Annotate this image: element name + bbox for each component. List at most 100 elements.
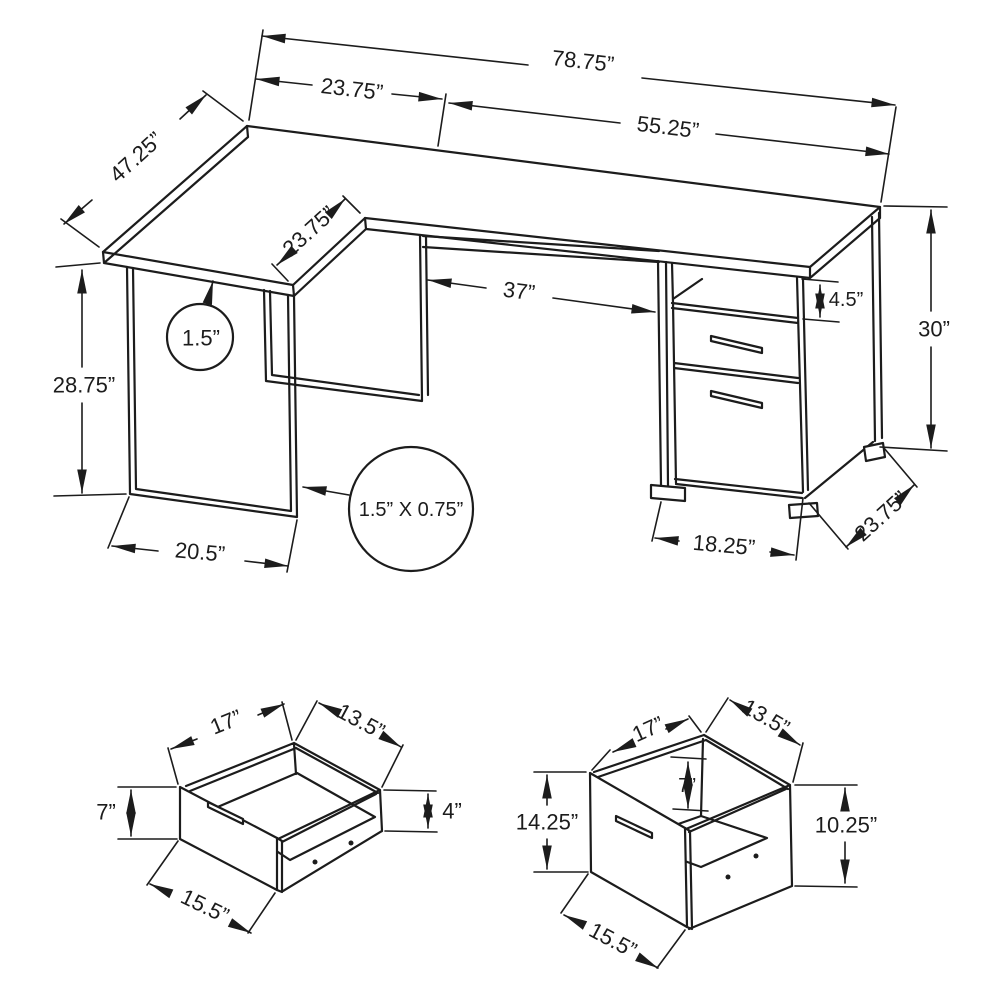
dimension-line [318, 702, 343, 718]
dimension-line [664, 718, 689, 734]
dimension-line [255, 76, 313, 87]
dim-label-left-height: 28.75” [53, 373, 115, 398]
extension-lines [591, 715, 702, 771]
dim-label-width: 13.5” [738, 694, 794, 741]
dim-small-drawer-front-height: 7” [96, 786, 178, 840]
junction-leg-frame [262, 233, 430, 403]
drawer-box-walls [184, 741, 384, 893]
dim-label-return-length: 47.25” [104, 127, 167, 187]
large-drawer-drawing: 17” 13.5” 7” 14.25” 10.25” [516, 694, 877, 969]
dim-label-side-height: 10.25” [815, 813, 877, 838]
right-panel-back-foot [862, 441, 887, 463]
leader-line [202, 280, 214, 306]
dim-label-pedestal-width: 18.25” [692, 530, 756, 560]
dim-left-height: 28.75” [53, 262, 127, 497]
dimension-line [448, 100, 621, 124]
dimension-line [111, 543, 159, 554]
drawer-handle [206, 800, 245, 826]
dimension-line [635, 952, 659, 969]
return-front-leg-frame [125, 265, 299, 519]
desk-top-surface [101, 124, 882, 287]
dimension-line [893, 484, 915, 506]
extension-lines [808, 447, 918, 550]
dim-right-section-width: 55.25” [448, 100, 890, 157]
back-rail [421, 234, 661, 264]
dim-large-drawer-side-height: 10.25” [794, 784, 877, 888]
dim-label-bottom-width: 15.5” [585, 917, 641, 963]
dim-small-drawer-depth: 17” [167, 701, 293, 785]
callout-circle [165, 302, 235, 372]
dim-label-depth: 17” [207, 704, 246, 739]
dim-cubby-height: 4.5” [801, 278, 863, 323]
dim-label-right-height: 30” [918, 317, 950, 342]
extension-lines [801, 278, 840, 323]
callout-leg-tube: 1.5” X 0.75” [302, 445, 475, 573]
dim-label-inner-height: 7” [678, 775, 696, 797]
drawer-front-edge [683, 826, 694, 931]
dim-label-leg-base-width: 20.5” [174, 537, 226, 566]
dimension-line [63, 199, 93, 225]
dimension-line [715, 133, 890, 157]
extension-lines [295, 700, 404, 788]
dimension-line [276, 245, 298, 266]
dimension-line [777, 728, 801, 746]
drawer-handle [614, 814, 654, 840]
desk-front-leg-foot [649, 483, 687, 503]
dimension-line [654, 536, 680, 546]
extension-lines [560, 873, 686, 969]
file-drawer-handle [709, 389, 764, 410]
dimension-line [170, 736, 198, 750]
dim-side-depth: 23.75” [808, 447, 918, 550]
dimension-line [391, 91, 443, 102]
dim-label-knee-opening: 37” [502, 277, 537, 306]
dimension-line [378, 730, 402, 748]
dimension-line [261, 33, 529, 66]
screw-hole [348, 840, 354, 846]
extension-lines [146, 840, 276, 934]
extension-lines [107, 496, 298, 573]
right-panel-front-foot [787, 501, 820, 520]
dim-knee-opening: 37” [427, 277, 656, 314]
dimension-line [179, 94, 207, 120]
dim-right-height: 30” [879, 205, 950, 452]
dimension-line [427, 278, 487, 289]
screw-hole [312, 859, 318, 865]
dimension-line [563, 914, 588, 930]
dimension-line [641, 77, 896, 108]
dimension-line [552, 297, 656, 314]
top-drawer-handle [709, 334, 764, 355]
dim-label-width: 13.5” [333, 698, 389, 744]
desk-top-edge-band [101, 124, 882, 298]
callout-circle [347, 445, 475, 573]
extension-lines [53, 262, 127, 497]
dim-label-side-depth: 23.75” [849, 486, 912, 546]
extension-lines [651, 497, 804, 561]
dim-leg-base-width: 20.5” [107, 496, 298, 573]
dim-label-cubby-height: 4.5” [829, 289, 863, 311]
dim-label-overall-width: 78.75” [551, 45, 616, 77]
extension-lines [794, 784, 858, 888]
extension-lines [117, 786, 178, 840]
extension-lines [879, 205, 948, 452]
dimension-line [769, 547, 795, 557]
dim-label-bottom-width: 15.5” [177, 884, 233, 928]
dim-label-left-section: 23.75” [320, 73, 385, 105]
dimension-line [324, 198, 346, 220]
callout-label-top-thickness: 1.5” [182, 326, 220, 351]
dimension-line [612, 738, 637, 753]
drawer-front-edge [275, 836, 284, 894]
drawer-front-panel [588, 771, 689, 929]
dim-label-front-height: 7” [96, 800, 116, 825]
dimension-line [257, 703, 285, 718]
callout-label-leg-tube: 1.5” X 0.75” [359, 499, 464, 521]
dimension-line [244, 558, 289, 569]
extension-lines [383, 789, 438, 833]
dim-label-depth: 17” [628, 711, 667, 747]
extension-lines [533, 771, 589, 873]
leader-line [302, 486, 350, 496]
dim-large-drawer-front-height: 14.25” [516, 771, 589, 873]
dimension-line [845, 527, 867, 548]
screw-hole [725, 874, 731, 880]
screw-hole [753, 853, 759, 859]
extension-lines [705, 697, 804, 783]
